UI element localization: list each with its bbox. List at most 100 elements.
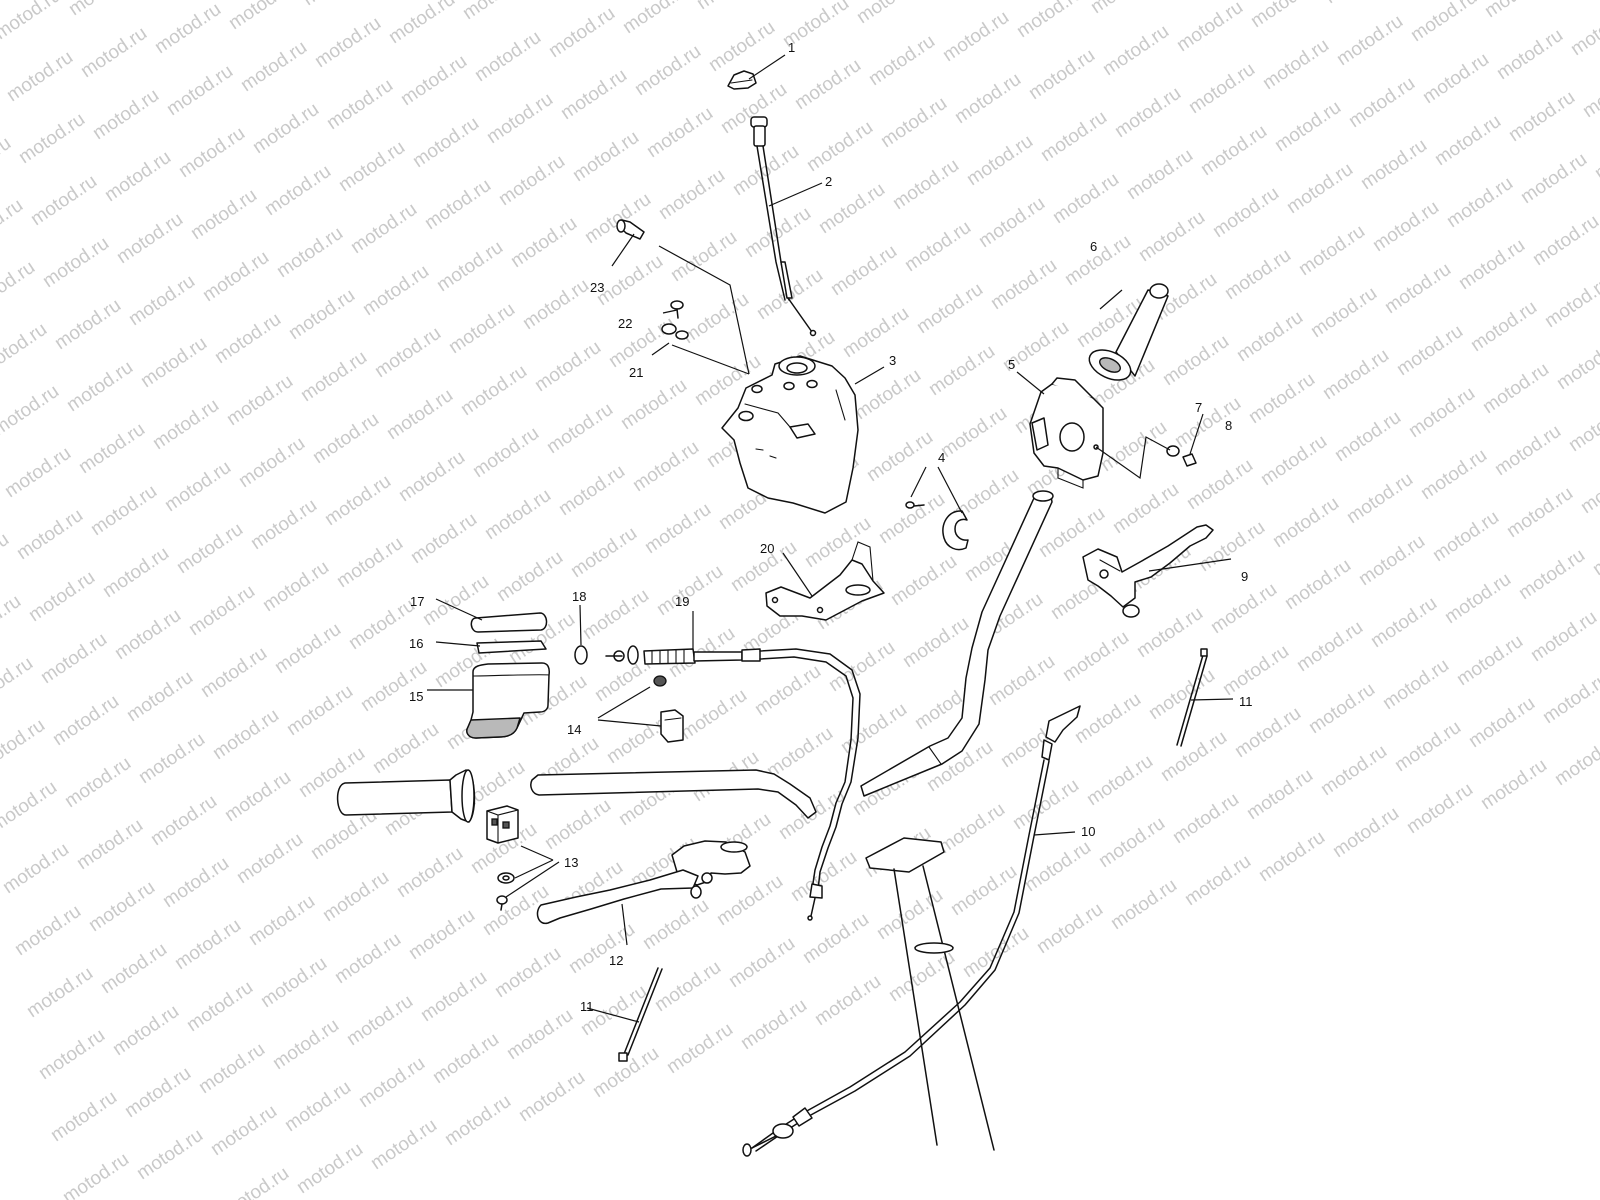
watermark-text: motod.ru — [63, 357, 137, 416]
watermark-text: motod.ru — [109, 1001, 183, 1060]
watermark-text: motod.ru — [99, 543, 173, 602]
part-handlebar — [530, 490, 1054, 819]
watermark-text: motod.ru — [787, 847, 861, 906]
watermark-text: motod.ru — [639, 895, 713, 954]
watermark-text: motod.ru — [655, 165, 729, 224]
watermark-text: motod.ru — [643, 103, 717, 162]
leader-lines — [427, 54, 1234, 1023]
part-bracket-20 — [765, 541, 885, 621]
watermark-text: motod.ru — [1169, 789, 1243, 848]
watermark-text: motod.ru — [73, 815, 147, 874]
watermark-text: motod.ru — [257, 953, 331, 1012]
watermark-text: motod.ru — [1123, 145, 1197, 204]
watermark-text: motod.ru — [299, 0, 373, 10]
watermark-text: motod.ru — [397, 51, 471, 110]
watermark-text: motod.ru — [1453, 631, 1527, 690]
watermark-text: motod.ru — [221, 767, 295, 826]
part-bolt-23 — [616, 219, 645, 240]
watermark-text: motod.ru — [395, 447, 469, 506]
watermark-text: motod.ru — [705, 17, 779, 76]
watermark-text: motod.ru — [737, 995, 811, 1054]
watermark-text: motod.ru — [281, 1077, 355, 1136]
watermark-text: motod.ru — [135, 729, 209, 788]
watermark-text: motod.ru — [1255, 827, 1329, 886]
watermark-text: motod.ru — [49, 691, 123, 750]
watermark-text: motod.ru — [1257, 431, 1331, 490]
part-bolt-11-right — [1176, 648, 1208, 747]
watermark-text: motod.ru — [1087, 0, 1161, 18]
watermark-text: motod.ru — [531, 337, 605, 396]
part-lever-right — [1082, 524, 1214, 618]
watermark-text: motod.ru — [1553, 335, 1600, 394]
watermark-text: motod.ru — [663, 1019, 737, 1078]
watermark-text: motod.ru — [185, 581, 259, 640]
part-throttle-cable — [742, 705, 1081, 1157]
watermark-text: motod.ru — [23, 963, 97, 1022]
watermark-text: motod.ru — [1219, 641, 1293, 700]
watermark-text: motod.ru — [653, 561, 727, 620]
part-switch-block-13 — [486, 805, 519, 911]
watermark-text: motod.ru — [309, 409, 383, 468]
watermark-text: motod.ru — [77, 23, 151, 82]
watermark-text: motod.ru — [1551, 731, 1600, 790]
watermark-text: motod.ru — [1173, 0, 1247, 56]
watermark-text: motod.ru — [123, 667, 197, 726]
part-clip-4 — [905, 501, 969, 551]
watermark-text: motod.ru — [827, 241, 901, 300]
watermark-text: motod.ru — [0, 319, 51, 378]
watermark-text: motod.ru — [1333, 11, 1407, 70]
watermark-text: motod.ru — [1283, 159, 1357, 218]
watermark-text: motod.ru — [237, 37, 311, 96]
watermark-text: motod.ru — [725, 933, 799, 992]
watermark-text: motod.ru — [171, 915, 245, 974]
callout-12: 12 — [609, 953, 623, 968]
watermark-text: motod.ru — [1111, 83, 1185, 142]
watermark-text: motod.ru — [939, 7, 1013, 66]
watermark-text: motod.ru — [937, 403, 1011, 462]
watermark-text: motod.ru — [1331, 407, 1405, 466]
part-reservoir-15 — [466, 662, 550, 739]
watermark-text: motod.ru — [543, 399, 617, 458]
watermark-text: motod.ru — [951, 69, 1025, 128]
watermark-text: motod.ru — [1233, 307, 1307, 366]
watermark-text: motod.ru — [147, 791, 221, 850]
watermark-text: motod.ru — [125, 271, 199, 330]
watermark-text: motod.ru — [503, 1005, 577, 1064]
watermark-text: motod.ru — [219, 1163, 293, 1200]
watermark-text: motod.ru — [249, 99, 323, 158]
watermark-text: motod.ru — [1013, 0, 1087, 42]
watermark-text: motod.ru — [1197, 121, 1271, 180]
watermark-text: motod.ru — [1477, 755, 1551, 814]
callout-23: 23 — [590, 280, 604, 295]
watermark-text: motod.ru — [1317, 741, 1391, 800]
watermark-text: motod.ru — [581, 189, 655, 248]
watermark-text: motod.ru — [245, 891, 319, 950]
part-grip-left — [336, 769, 476, 823]
watermark-text: motod.ru — [1441, 569, 1515, 628]
watermark-text: motod.ru — [0, 777, 61, 836]
watermark-text: motod.ru — [491, 943, 565, 1002]
callout-labels: 1 2 3 4 5 6 7 8 9 10 11 11 12 13 14 15 1… — [409, 40, 1253, 1014]
callout-13: 13 — [564, 855, 578, 870]
watermark-text: motod.ru — [421, 175, 495, 234]
watermark-text: motod.ru — [1321, 0, 1395, 8]
watermark-text: motod.ru — [741, 203, 815, 262]
watermark-text: motod.ru — [47, 1087, 121, 1146]
callout-4: 4 — [938, 450, 945, 465]
watermark-text: motod.ru — [1455, 235, 1529, 294]
watermark-text: motod.ru — [899, 613, 973, 672]
watermark-text: motod.ru — [1009, 775, 1083, 834]
watermark-text: motod.ru — [459, 0, 533, 24]
watermark-text: motod.ru — [515, 1067, 589, 1126]
watermark-text: motod.ru — [1355, 531, 1429, 590]
watermark-text: motod.ru — [75, 419, 149, 478]
watermark-text: motod.ru — [889, 155, 963, 214]
watermark-text: motod.ru — [1367, 593, 1441, 652]
watermark-text: motod.ru — [101, 147, 175, 206]
watermark-text: motod.ru — [271, 619, 345, 678]
watermark-text: motod.ru — [1, 443, 75, 502]
watermark-text: motod.ru — [811, 971, 885, 1030]
watermark-text: motod.ru — [0, 0, 65, 44]
watermark-text: motod.ru — [0, 653, 37, 712]
watermark-text: motod.ru — [1517, 149, 1591, 208]
